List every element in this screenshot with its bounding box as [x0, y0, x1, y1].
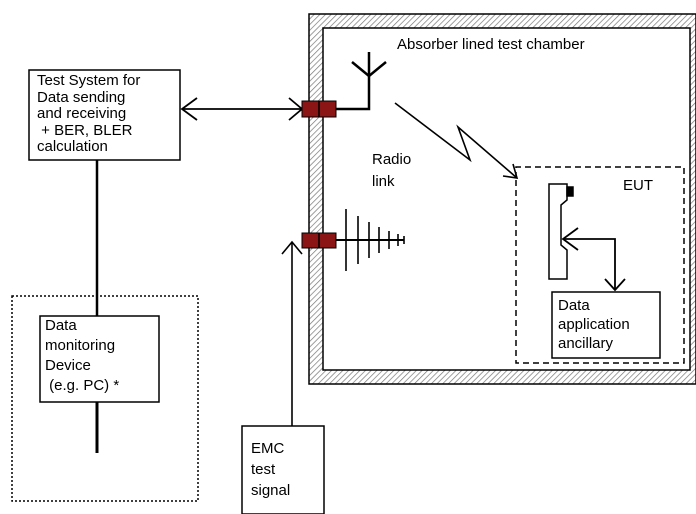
phone-icon [548, 183, 574, 280]
emc-signal-box [241, 425, 325, 514]
monitoring-device-label: Data monitoring Device (e.g. PC) * [45, 317, 120, 394]
test-chamber [308, 13, 696, 385]
monitoring-device-box [39, 315, 160, 403]
data-application-label: Data application ancillary [558, 297, 630, 352]
receive-antenna-icon [336, 52, 387, 111]
eut-dashed-area [515, 166, 685, 364]
data-application-box [551, 291, 661, 359]
data-link-double-arrow [180, 97, 304, 121]
monitoring-dotted-box [11, 295, 199, 502]
radio-link-arrow [394, 102, 519, 179]
emc-antenna-icon [336, 209, 405, 271]
phone-to-app-arrow [561, 227, 626, 292]
test-system-label: Test System for Data sending and receivi… [37, 72, 141, 155]
test-system-box [28, 69, 181, 161]
emc-feed-arrow [281, 240, 303, 426]
eut-label: EUT [623, 177, 653, 194]
chamber-title: Absorber lined test chamber [397, 36, 585, 53]
radio-link-label: Radio link [372, 151, 412, 190]
emc-signal-label: EMC test signal [251, 440, 291, 499]
